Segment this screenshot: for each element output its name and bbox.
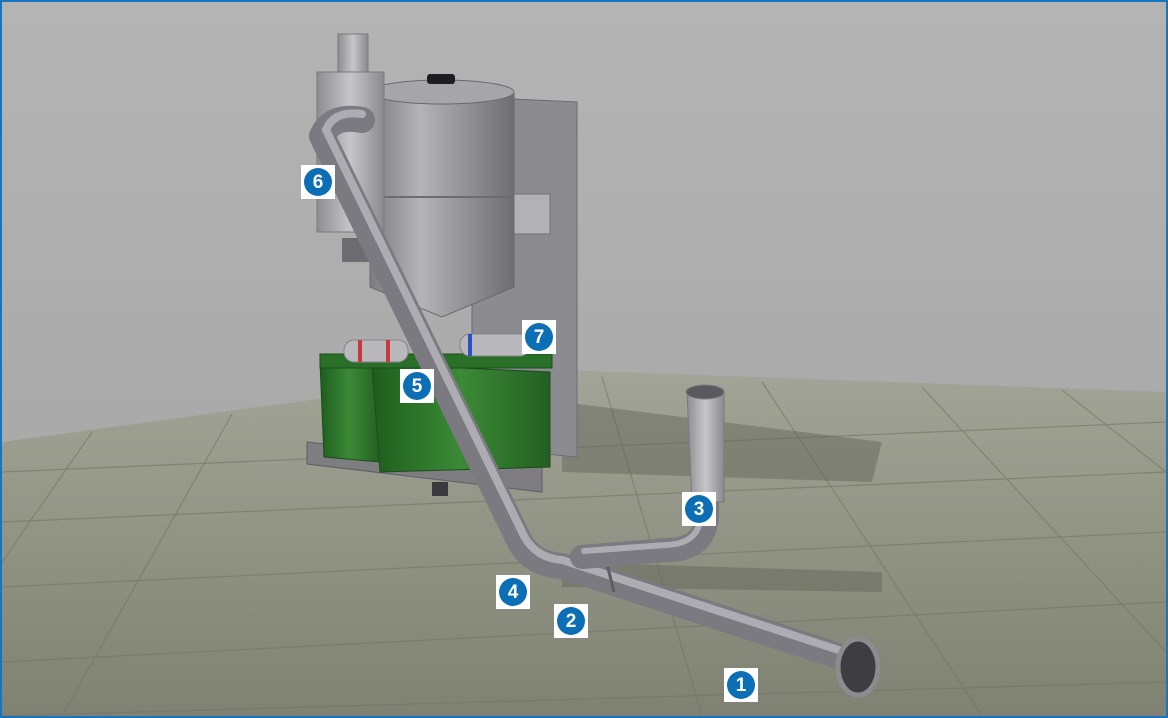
pipe-coupling [605, 563, 616, 593]
marker-6-label: 6 [304, 168, 332, 196]
bin-left [319, 361, 381, 463]
marker-5-label: 5 [403, 372, 431, 400]
marker-4[interactable]: 4 [496, 575, 530, 609]
marker-4-label: 4 [499, 578, 527, 606]
floor-tile-lines [2, 376, 1166, 716]
marker-1-label: 1 [727, 671, 755, 699]
red-band-2 [386, 340, 390, 362]
vertical-inlet [686, 391, 725, 503]
marker-2[interactable]: 2 [554, 604, 588, 638]
marker-5[interactable]: 5 [400, 369, 434, 403]
main-pipe [309, 105, 870, 675]
base-foot [432, 482, 448, 496]
marker-2-label: 2 [557, 607, 585, 635]
main-pipe-highlight [321, 109, 861, 660]
marker-3-label: 3 [685, 495, 713, 523]
marker-6[interactable]: 6 [301, 165, 335, 199]
blue-band [468, 334, 472, 356]
pipe-open-end [835, 636, 881, 698]
marker-3[interactable]: 3 [682, 492, 716, 526]
lid-knob [427, 74, 455, 84]
cyclone-inlet [337, 33, 369, 73]
panel-opening [513, 193, 551, 235]
floor [2, 370, 1166, 716]
red-band-1 [358, 340, 362, 362]
marker-7-label: 7 [525, 323, 553, 351]
marker-7[interactable]: 7 [522, 320, 556, 354]
marker-1[interactable]: 1 [724, 668, 758, 702]
vertical-inlet-mouth [685, 384, 725, 400]
manifold-left [343, 339, 409, 363]
